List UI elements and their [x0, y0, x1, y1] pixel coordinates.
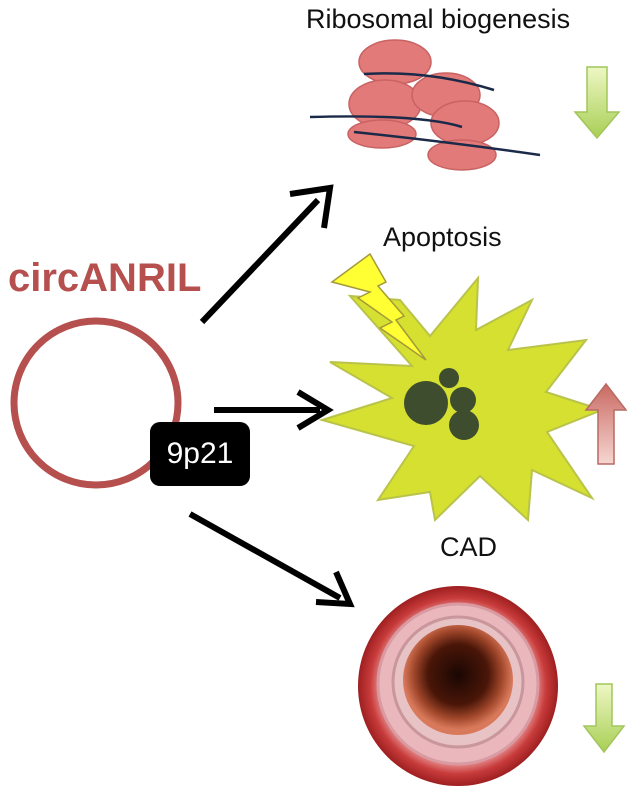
- ribosome-cluster: [347, 39, 500, 171]
- lightning-bolt: [330, 252, 427, 361]
- up-arrow-apoptosis: [584, 382, 628, 465]
- artery-cross-section: [358, 586, 558, 786]
- circ-ring: [10, 317, 182, 489]
- label-cad: CAD: [440, 532, 498, 562]
- arrow-to-apoptosis: [214, 389, 334, 431]
- down-arrow-cad: [582, 683, 626, 754]
- down-arrow-ribosome: [573, 66, 621, 140]
- mrna-strands: [309, 72, 541, 157]
- arrow-to-ribosome: [199, 184, 334, 325]
- label-apoptosis: Apoptosis: [383, 222, 502, 252]
- arrow-to-cad: [188, 511, 355, 608]
- locus-badge-9p21: 9p21: [150, 422, 250, 486]
- label-ribosomal-biogenesis: Ribosomal biogenesis: [306, 4, 571, 34]
- apoptotic-bodies: [404, 368, 479, 440]
- label-circanril: circANRIL: [8, 256, 202, 300]
